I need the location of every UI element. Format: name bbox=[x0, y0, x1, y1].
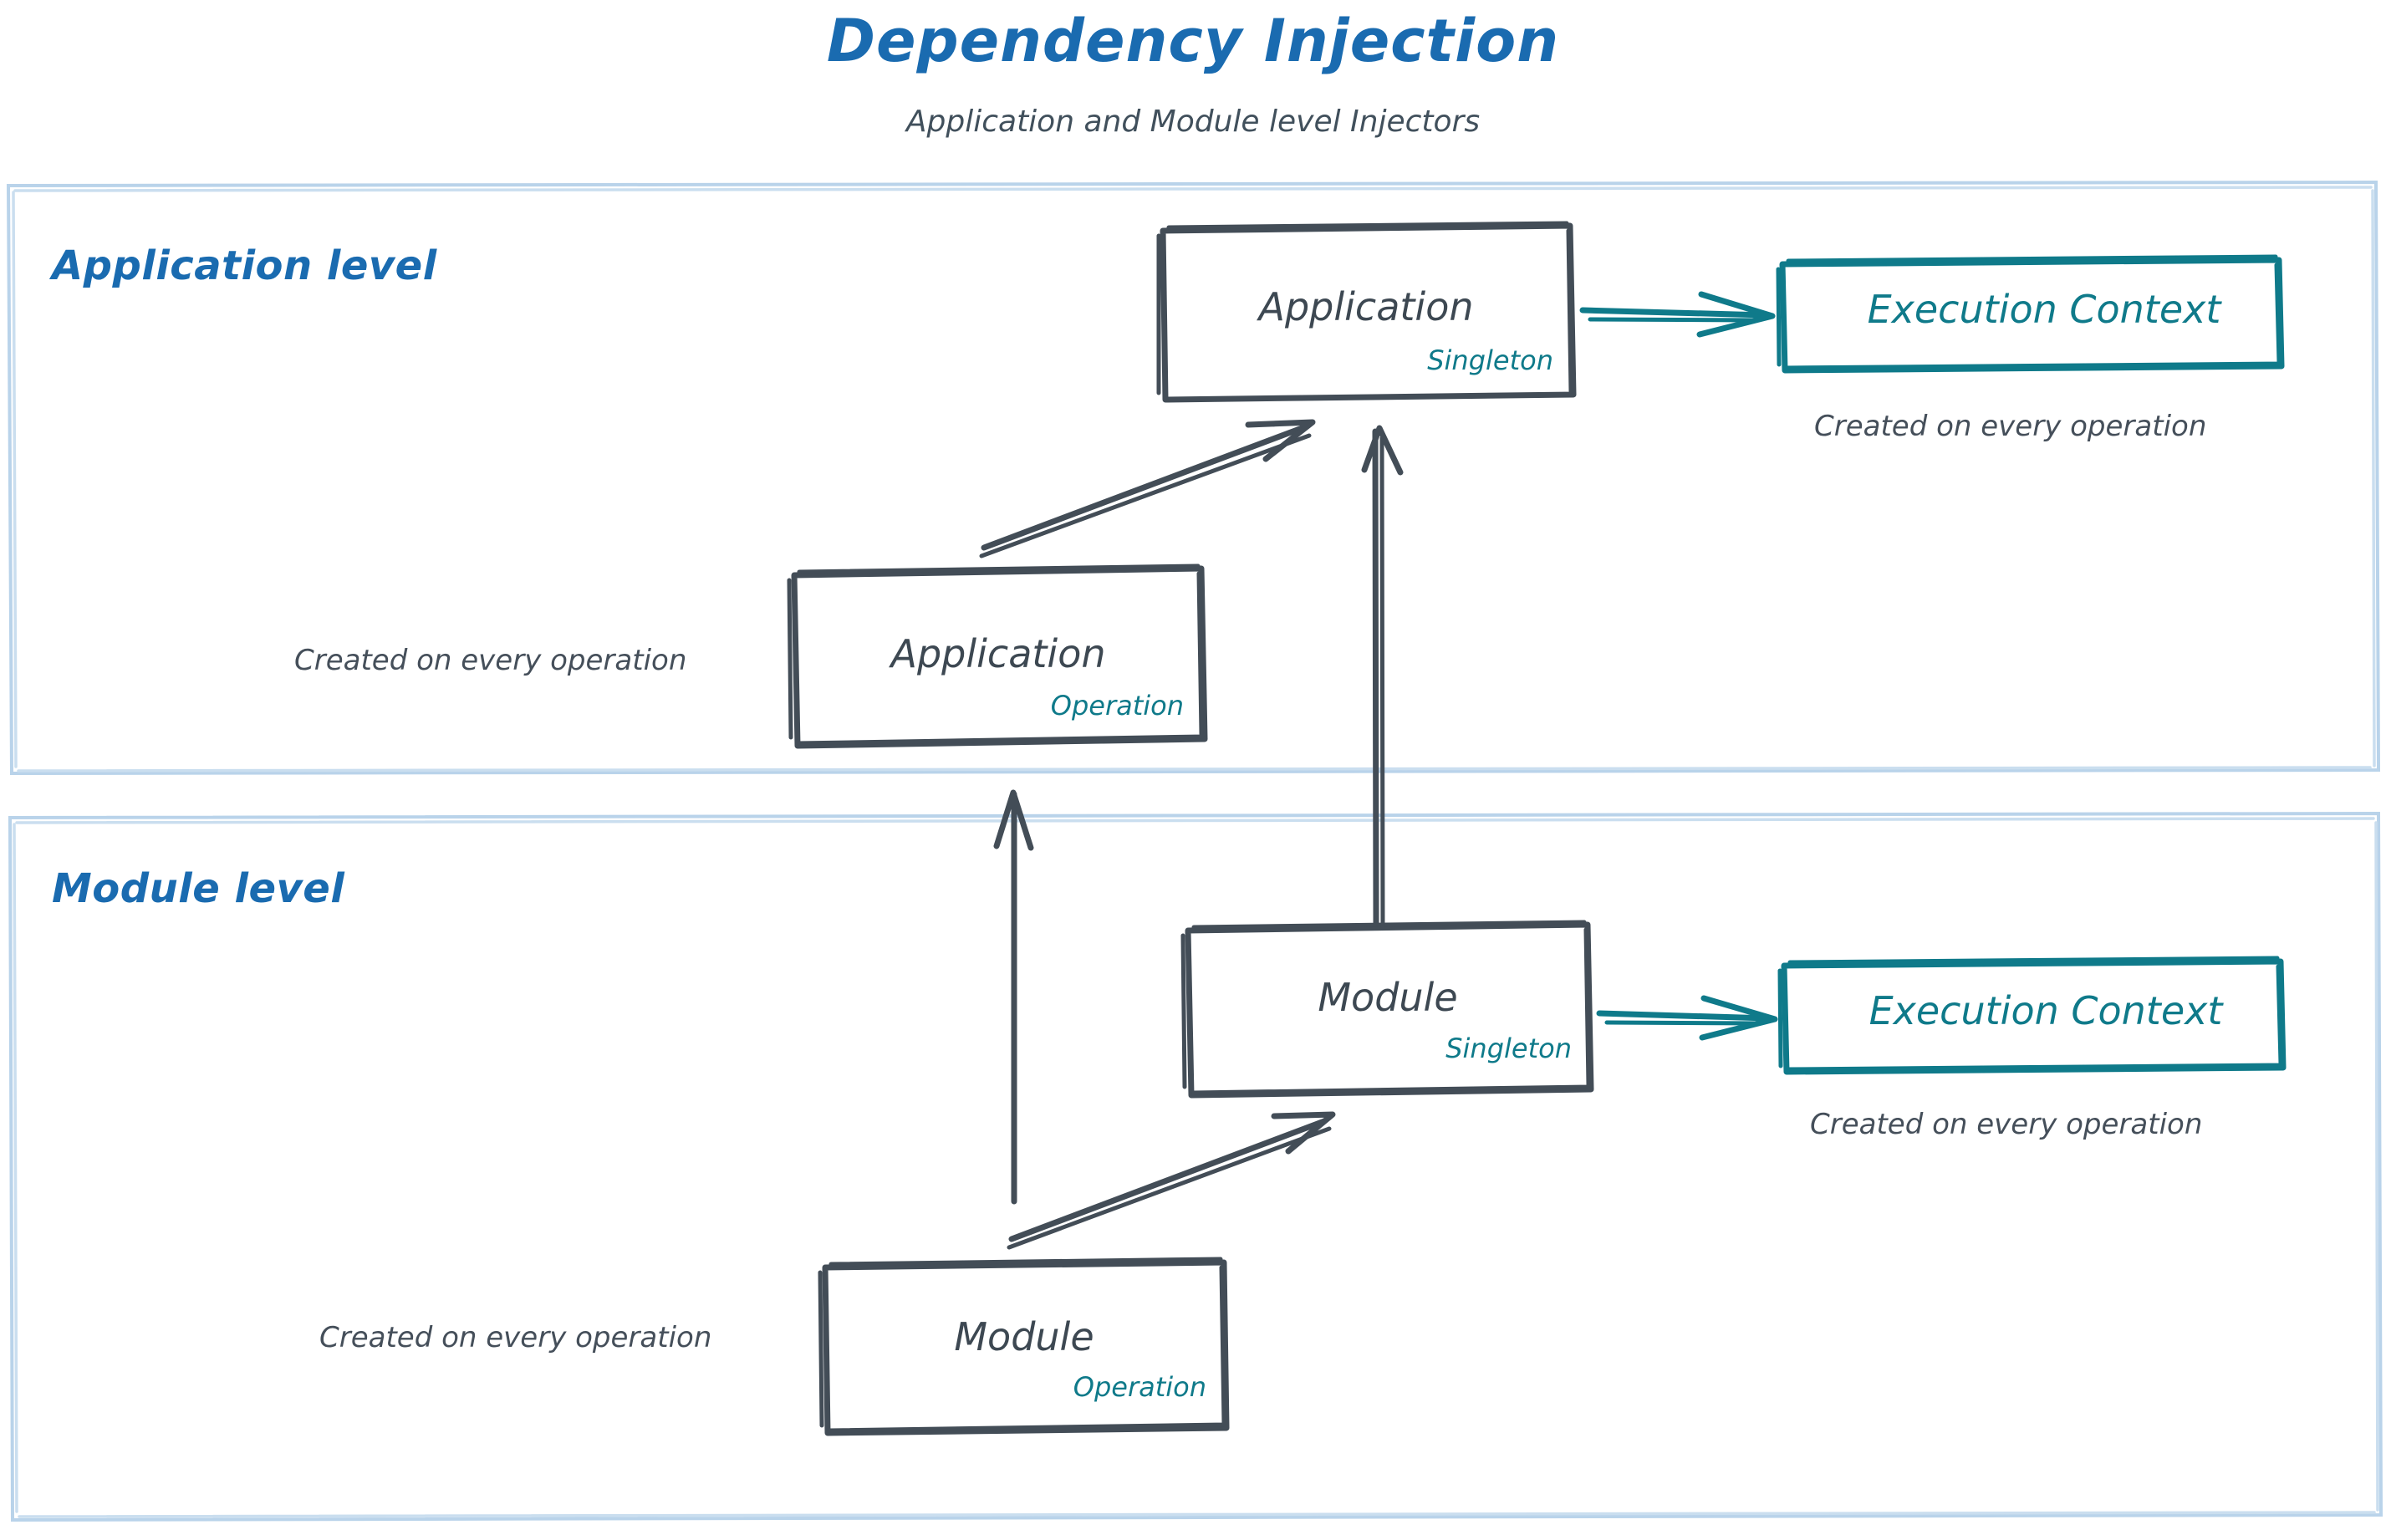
page-subtitle: Application and Module level Injectors bbox=[905, 105, 1481, 139]
caption-execution-context-application: Created on every operation bbox=[1814, 410, 2207, 443]
module-level-label: Module level bbox=[52, 865, 345, 912]
application-operation-title: Application bbox=[890, 631, 1106, 676]
node-module-singleton[interactable] bbox=[1180, 920, 1594, 1099]
execution-context-module-title: Execution Context bbox=[1869, 988, 2223, 1033]
node-execution-context-module[interactable] bbox=[1777, 956, 2287, 1075]
module-operation-scope-badge: Operation bbox=[1073, 1371, 1206, 1403]
edge-application-to-execution-context bbox=[1579, 291, 1776, 338]
application-level-label: Application level bbox=[52, 242, 437, 289]
caption-execution-context-module: Created on every operation bbox=[1810, 1108, 2203, 1141]
node-application-singleton[interactable] bbox=[1156, 221, 1577, 403]
edge-module-singleton-to-application-singleton bbox=[1361, 425, 1404, 931]
edge-module-to-execution-context bbox=[1596, 995, 1778, 1041]
node-execution-context-application[interactable] bbox=[1776, 254, 2285, 374]
caption-module-operation: Created on every operation bbox=[319, 1321, 712, 1354]
application-operation-scope-badge: Operation bbox=[1050, 690, 1184, 722]
module-level-container bbox=[8, 811, 2383, 1522]
edge-module-operation-to-module-singleton bbox=[1007, 1111, 1336, 1250]
node-application-operation[interactable] bbox=[787, 563, 1208, 749]
application-singleton-scope-badge: Singleton bbox=[1427, 344, 1553, 376]
module-singleton-title: Module bbox=[1318, 975, 1458, 1020]
caption-application-operation: Created on every operation bbox=[294, 644, 687, 677]
module-singleton-scope-badge: Singleton bbox=[1445, 1033, 1572, 1064]
module-operation-title: Module bbox=[954, 1314, 1094, 1359]
application-singleton-title: Application bbox=[1258, 284, 1474, 329]
application-level-container bbox=[6, 180, 2381, 776]
page-title: Dependency Injection bbox=[826, 7, 1560, 75]
edge-application-operation-to-singleton bbox=[979, 419, 1316, 558]
execution-context-application-title: Execution Context bbox=[1867, 287, 2221, 332]
edge-module-operation-to-application-operation bbox=[993, 789, 1034, 1205]
node-module-operation[interactable] bbox=[818, 1257, 1230, 1436]
